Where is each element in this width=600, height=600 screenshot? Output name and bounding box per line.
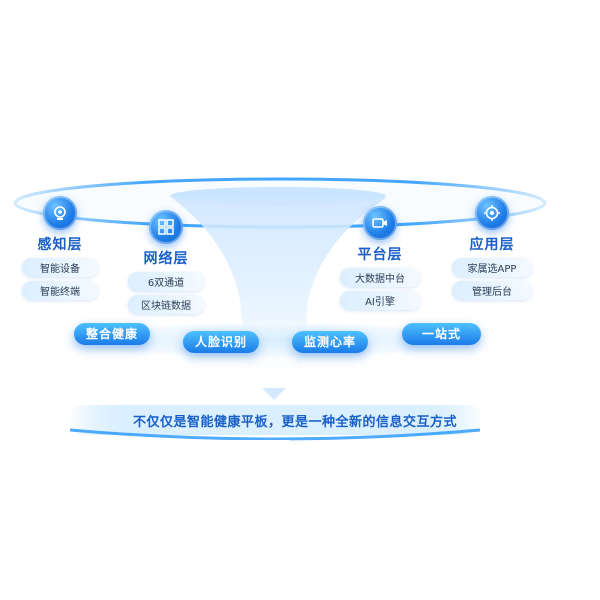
layer-item: 智能设备	[22, 258, 98, 277]
layer-item: 智能终端	[22, 281, 98, 300]
layer-title: 网络层	[143, 251, 189, 267]
app-gear-icon	[475, 196, 509, 230]
feature-face-recognition: 人脸识别	[183, 331, 260, 353]
layer-title: 应用层	[469, 237, 515, 253]
layer-item: AI引擎	[340, 291, 420, 310]
layer-network: 网络层 6双通道 区块链数据	[128, 210, 204, 314]
tagline: 不仅仅是智能健康平板，更是一种全新的信息交互方式	[132, 415, 457, 430]
layer-item: 家属选APP	[452, 258, 532, 277]
feature-health-integration: 整合健康	[74, 323, 151, 345]
layer-item: 管理后台	[452, 281, 532, 300]
layer-item: 区块链数据	[128, 295, 204, 314]
layer-item: 大数据中台	[340, 268, 420, 287]
layer-title: 感知层	[37, 237, 83, 253]
layer-item: 6双通道	[128, 272, 204, 291]
layer-platform: 平台层 大数据中台 AI引擎	[340, 206, 420, 310]
camera-icon	[363, 206, 397, 240]
layer-title: 平台层	[357, 247, 403, 263]
feature-one-stop: 一站式	[402, 323, 482, 345]
feature-heart-rate: 监测心率	[292, 331, 369, 353]
layer-perception: 感知层 智能设备 智能终端	[22, 196, 98, 300]
sensor-icon	[43, 196, 77, 230]
layer-application: 应用层 家属选APP 管理后台	[452, 196, 532, 300]
network-grid-icon	[149, 210, 183, 244]
